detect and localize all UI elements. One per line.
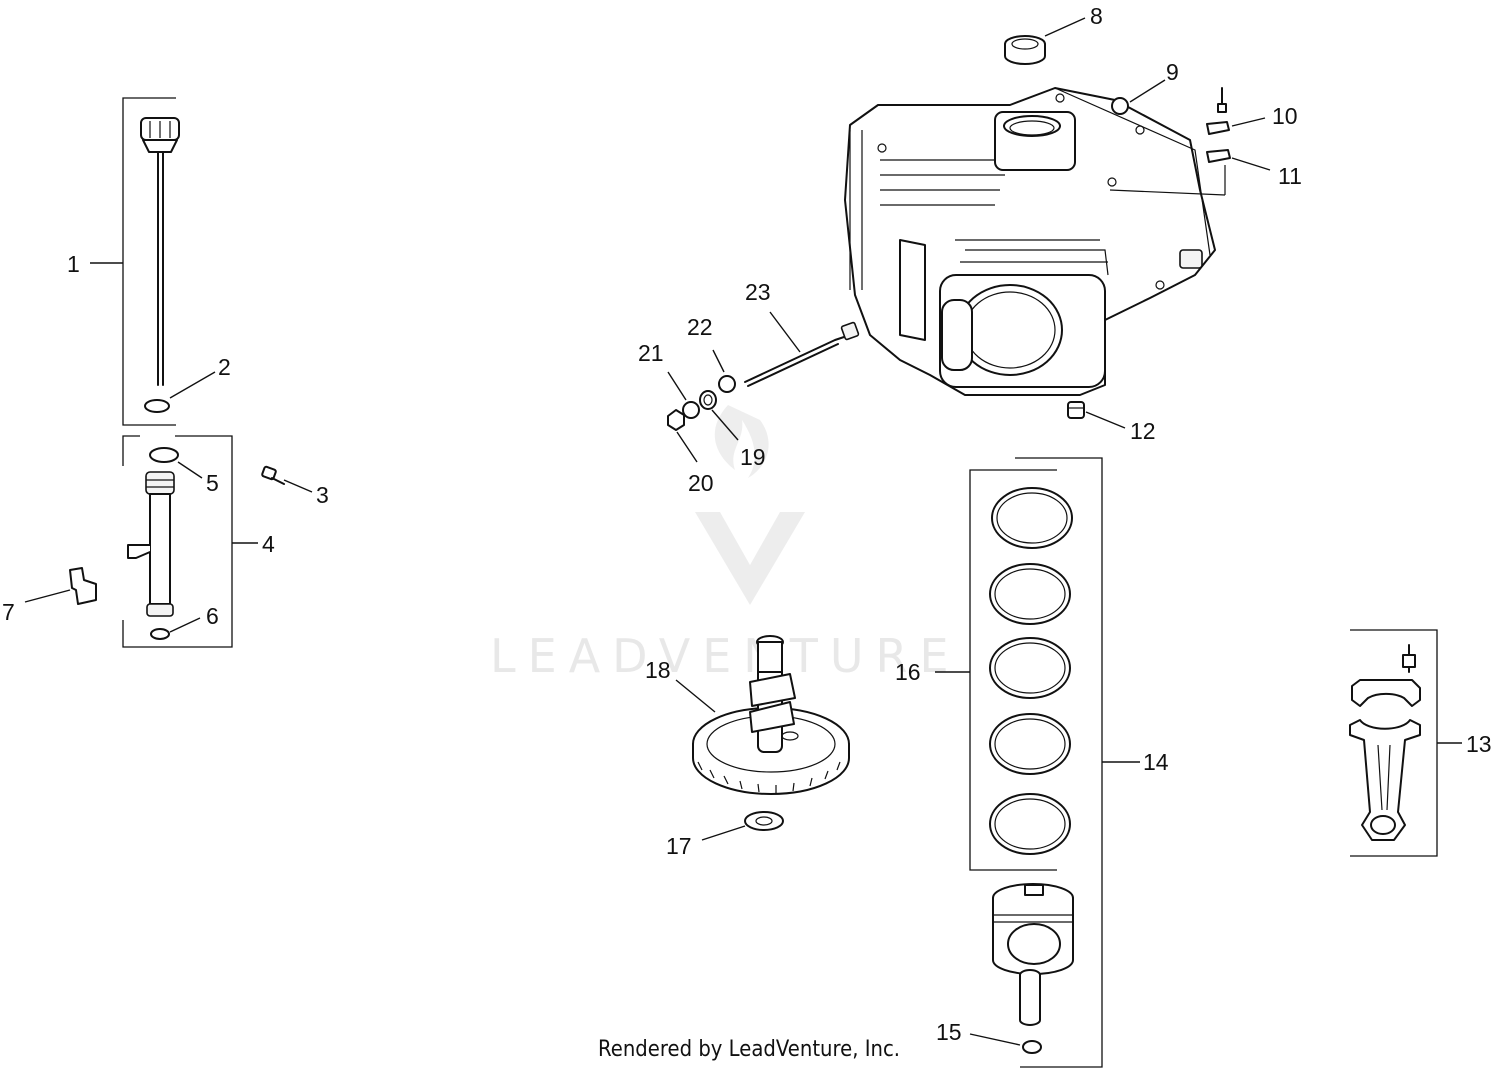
- crankcase-block-part: [844, 87, 1226, 396]
- callout-15: 15: [936, 1019, 962, 1045]
- wrist-pin-part: [1019, 969, 1041, 1026]
- breather-tube-part: [744, 321, 860, 387]
- callout-21: 21: [638, 340, 664, 366]
- render-credit: Rendered by LeadVenture, Inc.: [598, 1037, 900, 1062]
- washer-part: [718, 375, 736, 393]
- callout-16: 16: [895, 659, 921, 685]
- o-ring-part: [144, 399, 170, 413]
- watermark-text: LEADVENTURE: [490, 629, 961, 683]
- oil-seal-part: [1004, 35, 1046, 65]
- callout-19: 19: [740, 444, 766, 470]
- callout-8: 8: [1090, 3, 1103, 29]
- retaining-clip-part: [1022, 1040, 1042, 1054]
- callout-10: 10: [1272, 103, 1298, 129]
- callout-2: 2: [218, 354, 231, 380]
- clip-bracket-part: [69, 567, 97, 605]
- washer-21-part: [682, 401, 700, 419]
- plug-part: [1067, 401, 1085, 419]
- spacer-part: [699, 390, 717, 410]
- callout-4: 4: [262, 531, 275, 557]
- dipstick-part: [140, 117, 180, 386]
- callout-17: 17: [666, 833, 692, 859]
- callout-5: 5: [206, 470, 219, 496]
- thrust-washer-part: [744, 811, 784, 831]
- callout-23: 23: [745, 279, 771, 305]
- callout-18: 18: [645, 657, 671, 683]
- piston-ring-set-part: [989, 487, 1073, 855]
- callout-20: 20: [688, 470, 714, 496]
- callout-1: 1: [67, 251, 80, 277]
- callout-14: 14: [1143, 749, 1169, 775]
- callout-3: 3: [316, 482, 329, 508]
- callout-22: 22: [687, 314, 713, 340]
- callout-11: 11: [1278, 163, 1302, 189]
- callout-7: 7: [2, 599, 15, 625]
- callout-numbers: 1 2 3 4 5 6 7 8 9 10 11 12 13 14 15 16 1…: [2, 3, 1492, 1045]
- callout-13: 13: [1466, 731, 1492, 757]
- ground-screw-part: [1206, 87, 1230, 135]
- callout-6: 6: [206, 603, 219, 629]
- screw-part: [261, 465, 285, 485]
- callout-12: 12: [1130, 418, 1156, 444]
- terminal-part: [1206, 149, 1231, 163]
- connecting-rod-part: [1349, 644, 1421, 841]
- dipstick-tube-part: [127, 447, 179, 640]
- callout-9: 9: [1166, 59, 1179, 85]
- piston-part: [992, 883, 1074, 975]
- leadventure-watermark: LEADVENTURE: [490, 405, 961, 683]
- camshaft-part: [692, 635, 850, 795]
- nut-part: [667, 409, 685, 431]
